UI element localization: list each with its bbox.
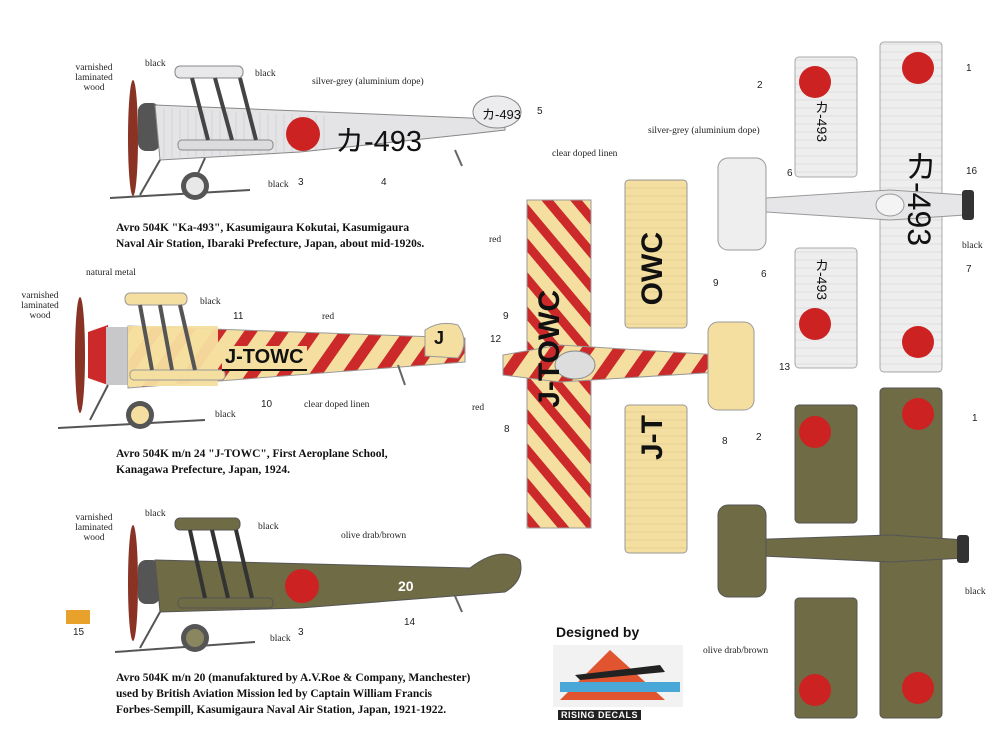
aircraft-2-fin-code: J xyxy=(434,328,445,348)
aircraft-2-top-view xyxy=(502,199,755,529)
aircraft-3-top-view xyxy=(717,387,969,719)
callout-number-2a: 2 xyxy=(757,80,763,91)
aircraft-2-fuselage-code: J-TOWC xyxy=(222,346,307,371)
callout-number-2b: 2 xyxy=(756,432,762,443)
callout-silver-1: silver-grey (aluminium dope) xyxy=(312,77,424,87)
aircraft-1-fin-code: カ-493 xyxy=(482,107,522,122)
designed-by-label: Designed by xyxy=(556,624,640,640)
aircraft-1-wing-code-upper: カ-493 xyxy=(814,100,830,143)
caption-aircraft-1: Avro 504K "Ka-493", Kasumigaura Kokutai,… xyxy=(116,220,424,252)
callout-number-5: 5 xyxy=(537,106,543,117)
caption-aircraft-3-line-2: used by British Aviation Mission led by … xyxy=(116,688,432,700)
callout-number-6a: 6 xyxy=(787,168,793,179)
caption-aircraft-1-line-1: Avro 504K "Ka-493", Kasumigaura Kokutai,… xyxy=(116,222,410,234)
callout-black-1b: black xyxy=(255,69,276,79)
callout-olive-top: olive drab/brown xyxy=(703,646,769,656)
callout-number-6b: 6 xyxy=(761,269,767,280)
callout-number-9a: 9 xyxy=(713,278,719,289)
callout-number-9b: 9 xyxy=(503,311,509,322)
callout-varnished-1: varnished laminated wood xyxy=(75,63,113,93)
callout-number-3a: 3 xyxy=(298,177,304,188)
caption-aircraft-2: Avro 504K m/n 24 "J-TOWC", First Aeropla… xyxy=(116,446,388,478)
callout-number-14: 14 xyxy=(404,617,416,628)
aircraft-1-fuselage-code: カ-493 xyxy=(335,126,423,158)
aircraft-2-wing-upper-code: OWC xyxy=(636,232,669,306)
callout-linen-2: clear doped linen xyxy=(304,400,370,410)
callout-linen-top: clear doped linen xyxy=(552,149,618,159)
callout-black-2b: black xyxy=(215,410,236,420)
callout-varnished-3: varnished laminated wood xyxy=(75,513,113,543)
callout-black-3b: black xyxy=(258,522,279,532)
aircraft-3-side-view xyxy=(66,517,522,653)
callout-red-2: red xyxy=(322,312,335,322)
callout-red-top-b: red xyxy=(472,403,485,413)
caption-aircraft-2-line-1: Avro 504K m/n 24 "J-TOWC", First Aeropla… xyxy=(116,448,388,460)
aircraft-1-topview-code: カ-493 xyxy=(901,150,937,247)
aircraft-2-wing-panels xyxy=(624,179,688,554)
aircraft-2-topview-code: J-TOWC xyxy=(533,290,566,408)
aircraft-1-wing-code-lower: カ-493 xyxy=(814,258,830,301)
callout-black-top-3: black xyxy=(965,587,986,597)
callout-varnished-2: varnished laminated wood xyxy=(21,291,59,321)
caption-aircraft-1-line-2: Naval Air Station, Ibaraki Prefecture, J… xyxy=(116,238,425,250)
callout-black-top-1: black xyxy=(962,241,983,251)
callout-red-top-a: red xyxy=(489,235,502,245)
callout-number-11: 11 xyxy=(233,311,244,322)
callout-number-1b: 1 xyxy=(972,413,978,424)
callout-olive-3: olive drab/brown xyxy=(341,531,407,541)
callout-number-7: 7 xyxy=(966,264,972,275)
callout-silver-top: silver-grey (aluminium dope) xyxy=(648,126,760,136)
callout-number-8b: 8 xyxy=(722,436,728,447)
callout-number-10: 10 xyxy=(261,399,273,410)
rising-decals-logo xyxy=(553,645,683,707)
caption-aircraft-3-line-1: Avro 504K m/n 20 (manufaktured by A.V.Ro… xyxy=(116,672,471,684)
caption-aircraft-3-line-3: Forbes-Sempill, Kasumigaura Naval Air St… xyxy=(116,704,447,716)
callout-black-3a: black xyxy=(145,509,166,519)
caption-aircraft-3: Avro 504K m/n 20 (manufaktured by A.V.Ro… xyxy=(116,670,470,718)
brand-name: RISING DECALS xyxy=(558,710,642,720)
callout-number-15: 15 xyxy=(73,627,85,638)
callout-black-3c: black xyxy=(270,634,291,644)
callout-number-13: 13 xyxy=(779,362,791,373)
aircraft-1-top-view xyxy=(717,41,974,373)
callout-black-1c: black xyxy=(268,180,289,190)
aircraft-1-side-view xyxy=(109,65,522,200)
callout-number-3b: 3 xyxy=(298,627,304,638)
aircraft-3-fuselage-code: 20 xyxy=(398,578,414,594)
callout-number-1a: 1 xyxy=(966,63,972,74)
callout-natural-metal: natural metal xyxy=(86,268,136,278)
callout-number-12: 12 xyxy=(490,334,502,345)
aircraft-2-wing-lower-code: J-T xyxy=(636,415,669,460)
callout-number-16: 16 xyxy=(966,166,978,177)
callout-number-8a: 8 xyxy=(504,424,510,435)
caption-aircraft-2-line-2: Kanagawa Prefecture, Japan, 1924. xyxy=(116,464,290,476)
callout-black-2a: black xyxy=(200,297,221,307)
callout-black-1a: black xyxy=(145,59,166,69)
callout-number-4: 4 xyxy=(381,177,387,188)
